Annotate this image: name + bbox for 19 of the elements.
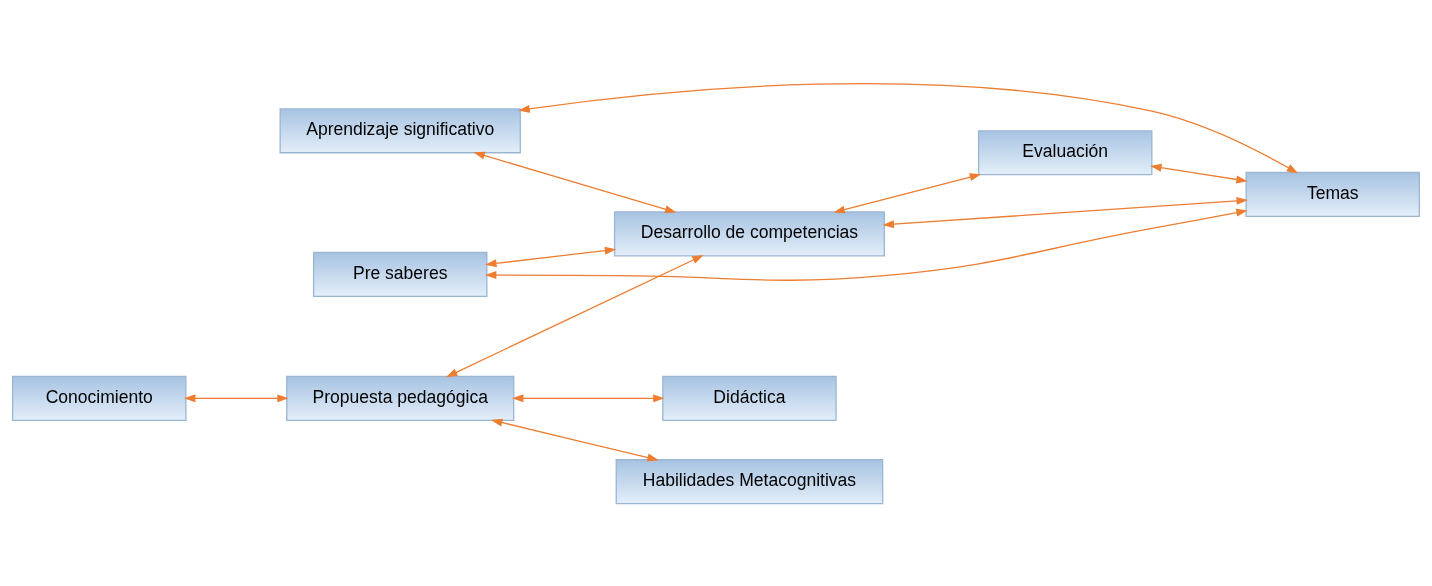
arrow: [882, 196, 1248, 228]
node-box: Habilidades Metacognitivas: [615, 458, 884, 504]
node-box: Pre saberes: [312, 251, 488, 297]
arrow: [473, 151, 677, 213]
node-box: Evaluación: [977, 129, 1153, 175]
arrow: [491, 418, 659, 461]
node-box: Conocimiento: [12, 375, 187, 421]
arrow: [512, 393, 665, 402]
arrow: [485, 246, 617, 267]
arrow: [445, 254, 704, 377]
node-box: Propuesta pedagógica: [286, 375, 515, 421]
node-box: Desarrollo de competencias: [613, 210, 885, 256]
node-box: Didáctica: [662, 375, 837, 421]
node-box: Aprendizaje significativo: [279, 107, 521, 153]
arrow: [518, 82, 1299, 173]
arrow: [1150, 163, 1248, 183]
arrow: [833, 172, 982, 213]
arrow: [183, 393, 289, 402]
node-box: Temas: [1245, 171, 1420, 217]
